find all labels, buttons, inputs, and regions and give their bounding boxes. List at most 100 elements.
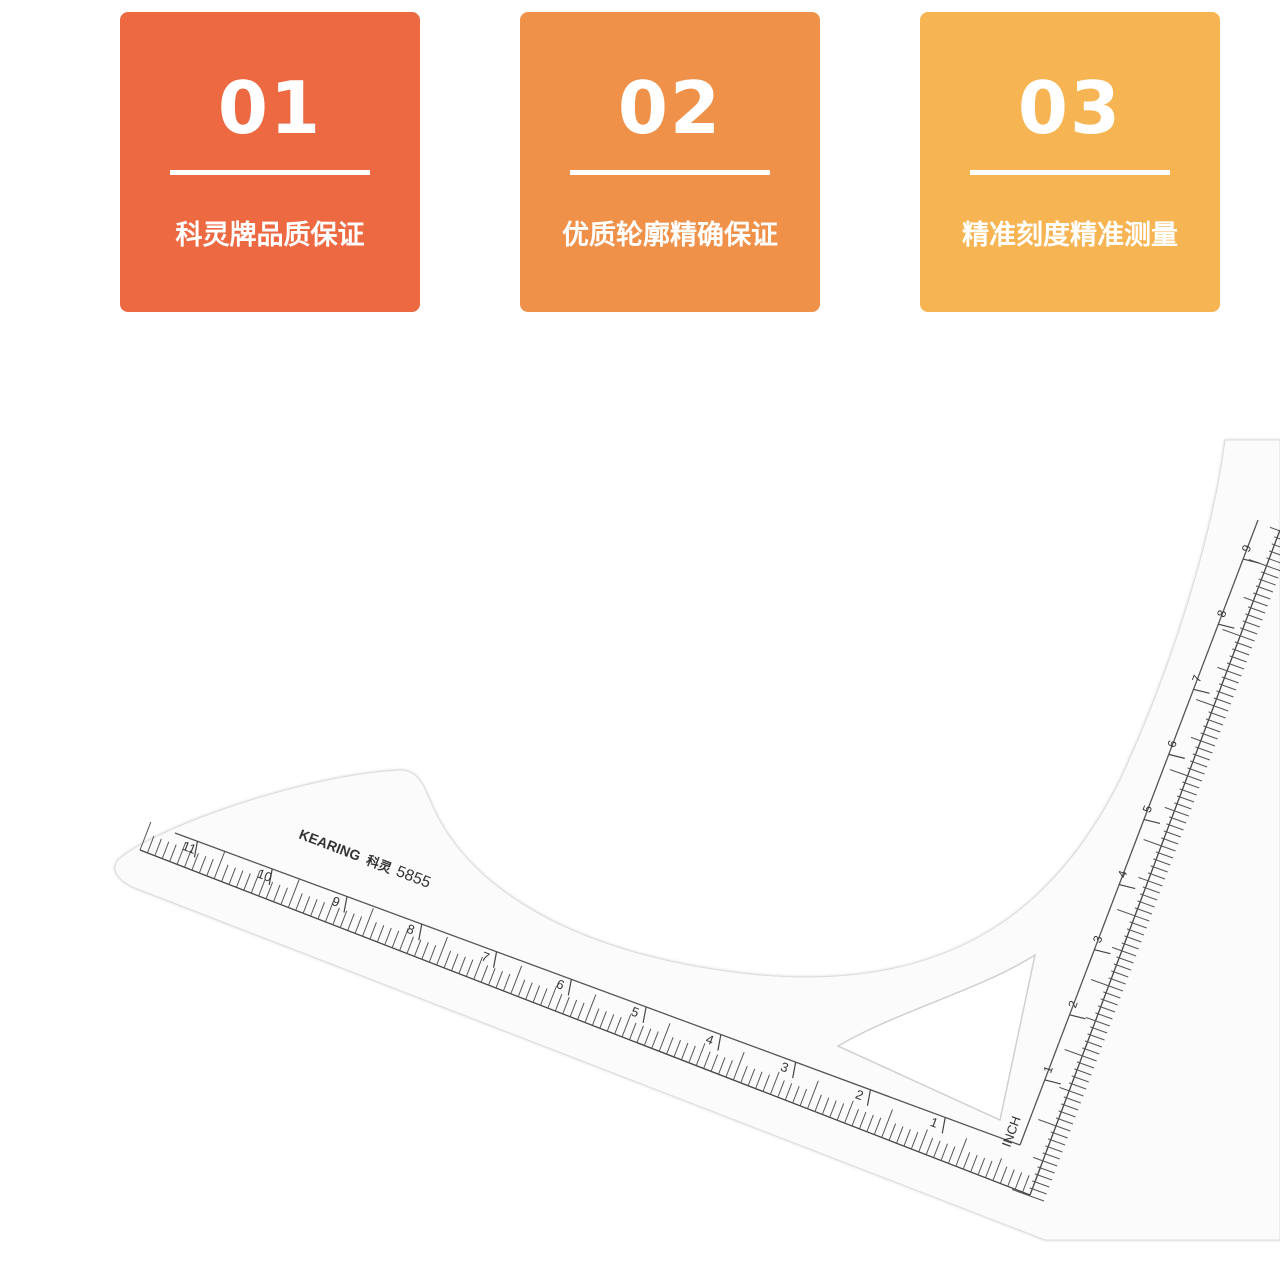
vertical-tick <box>1195 746 1213 754</box>
horizontal-tick <box>962 1152 971 1170</box>
horizontal-tick <box>651 1031 659 1049</box>
vertical-number: 9 <box>1239 543 1255 554</box>
vertical-tick <box>1174 802 1192 810</box>
horizontal-tick <box>784 1083 793 1101</box>
horizontal-tick <box>161 841 170 859</box>
vertical-tick <box>1111 970 1129 978</box>
feature-card-2: 02 优质轮廓精确保证 <box>520 12 820 312</box>
horizontal-inch-tick <box>717 1034 722 1051</box>
vertical-tick <box>1037 1166 1055 1174</box>
vertical-tick <box>1090 979 1124 992</box>
horizontal-tick <box>302 896 311 914</box>
horizontal-tick <box>799 1088 808 1107</box>
horizontal-tick <box>985 1160 993 1178</box>
horizontal-tick <box>465 959 474 977</box>
horizontal-tick <box>146 835 155 854</box>
vertical-tick <box>1082 1047 1100 1055</box>
vertical-tick <box>1221 676 1239 684</box>
horizontal-inch-tick <box>268 868 273 886</box>
vertical-tick <box>1205 718 1224 726</box>
horizontal-tick <box>873 1117 882 1135</box>
divider <box>170 170 370 175</box>
horizontal-tick <box>695 1043 706 1066</box>
horizontal-tick <box>955 1138 968 1167</box>
horizontal-scale-top-line <box>174 832 1021 1146</box>
horizontal-tick <box>443 950 452 969</box>
vertical-tick <box>1176 795 1195 803</box>
horizontal-tick <box>176 841 187 865</box>
horizontal-tick <box>362 908 374 937</box>
ruler-cutout <box>836 953 1037 1122</box>
horizontal-tick <box>221 864 229 882</box>
vertical-tick <box>1113 963 1132 971</box>
vertical-tick <box>1268 550 1280 556</box>
horizontal-tick <box>436 936 448 966</box>
vertical-tick <box>1213 697 1232 705</box>
vertical-tick <box>1168 816 1187 824</box>
horizontal-tick <box>391 930 400 948</box>
vertical-tick <box>1226 662 1245 670</box>
horizontal-tick <box>606 1014 615 1032</box>
vertical-tick <box>1203 725 1221 733</box>
horizontal-tick <box>992 1158 1003 1181</box>
vertical-tick <box>1100 998 1118 1006</box>
horizontal-tick <box>977 1157 986 1176</box>
vertical-number: 5 <box>1140 803 1156 814</box>
vertical-tick <box>1084 1040 1103 1048</box>
vertical-tick <box>1269 526 1280 532</box>
horizontal-tick <box>1007 1169 1015 1187</box>
vertical-tick <box>1139 893 1158 901</box>
vertical-tick <box>1153 858 1171 866</box>
vertical-tick <box>1239 627 1258 635</box>
vertical-tick <box>1126 928 1145 936</box>
horizontal-tick <box>488 968 496 986</box>
horizontal-tick <box>406 936 414 954</box>
vertical-tick <box>1218 683 1237 691</box>
vertical-tick <box>1116 956 1134 964</box>
vertical-tick <box>1134 907 1153 915</box>
horizontal-tick <box>339 910 348 928</box>
horizontal-inch-tick <box>792 1062 797 1079</box>
horizontal-tick <box>421 942 429 960</box>
vertical-tick <box>1242 620 1260 628</box>
horizontal-tick <box>851 1109 859 1127</box>
vertical-inch-tick <box>1218 623 1235 629</box>
vertical-tick <box>1143 839 1176 852</box>
vertical-tick <box>1196 699 1229 712</box>
vertical-tick <box>1121 942 1139 950</box>
horizontal-tick <box>295 893 303 911</box>
vertical-tick <box>1045 1145 1063 1153</box>
horizontal-tick <box>718 1057 726 1075</box>
horizontal-tick <box>258 879 266 897</box>
horizontal-tick <box>280 887 288 905</box>
horizontal-tick <box>169 844 177 862</box>
vertical-tick <box>1011 1189 1045 1202</box>
horizontal-tick <box>999 1166 1008 1184</box>
vertical-tick <box>1187 767 1205 775</box>
vertical-inch-tick <box>1044 1079 1061 1085</box>
horizontal-tick <box>614 1017 622 1035</box>
vertical-tick <box>1222 629 1255 642</box>
vertical-number: 3 <box>1090 933 1106 944</box>
horizontal-tick <box>888 1123 897 1141</box>
horizontal-tick <box>636 1025 644 1043</box>
vertical-tick <box>1208 711 1226 719</box>
horizontal-inch-tick <box>866 1089 872 1106</box>
vertical-tick <box>1258 578 1276 586</box>
horizontal-tick <box>369 922 377 940</box>
horizontal-tick <box>629 1022 637 1040</box>
vertical-tick <box>1261 571 1279 579</box>
vertical-number: 4 <box>1115 868 1131 879</box>
vertical-tick <box>1038 1119 1071 1132</box>
vertical-tick <box>1095 1012 1113 1020</box>
vertical-tick <box>1064 1049 1097 1062</box>
vertical-tick <box>1117 909 1150 922</box>
horizontal-tick <box>881 1109 893 1138</box>
feature-card-3: 03 精准刻度精准测量 <box>920 12 1220 312</box>
horizontal-tick <box>866 1114 874 1132</box>
vertical-inch-tick <box>1069 1014 1086 1020</box>
vertical-tick <box>1097 1005 1116 1013</box>
horizontal-tick <box>547 985 558 1009</box>
vertical-inch-tick <box>1242 558 1260 564</box>
